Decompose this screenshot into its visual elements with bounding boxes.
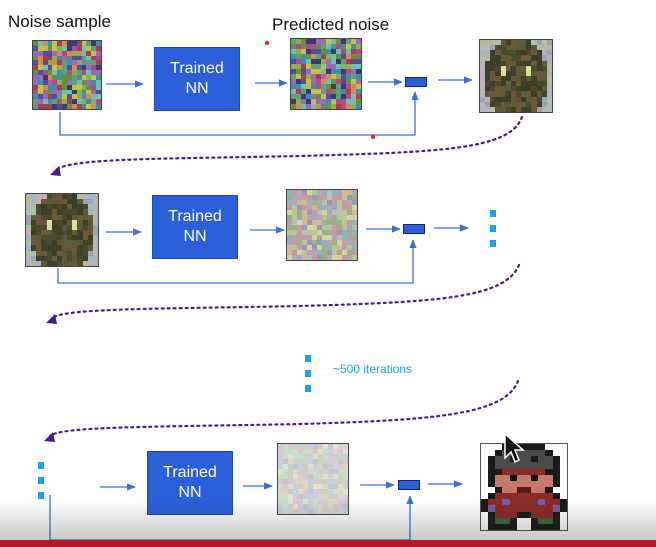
video-bottom-shadow: [0, 500, 656, 540]
predicted-noise-image: [290, 38, 362, 110]
nn-label-line1: Trained: [170, 60, 224, 77]
subtract-operation-icon: [405, 77, 427, 87]
video-progress-bar: [0, 540, 656, 547]
predicted-noise-image: [286, 189, 358, 261]
mouse-pointer-icon: [504, 432, 525, 464]
input-image-step-2: [25, 193, 99, 267]
denoised-image-step-1: [479, 39, 553, 113]
vertical-ellipsis-icon: [38, 462, 44, 507]
dotted-path-2: [50, 263, 521, 320]
dotted-path-1: [54, 115, 524, 172]
skip-line-r2: [57, 239, 417, 284]
dotted-path-3-head: [44, 432, 55, 442]
noise-sample-image: [32, 40, 102, 110]
noise-sample-label: Noise sample: [8, 12, 111, 31]
nn-label-line1: Trained: [168, 208, 222, 225]
pointer-dot: [265, 41, 269, 45]
vertical-ellipsis-icon: [490, 210, 496, 255]
dotted-path-2-head: [46, 314, 57, 324]
predicted-noise-image: [277, 443, 349, 515]
nn-label-line2: NN: [178, 484, 202, 501]
nn-label-line2: NN: [185, 80, 209, 97]
subtract-operation-icon: [403, 224, 425, 234]
nn-label-line2: NN: [183, 228, 207, 245]
final-sprite-image: [480, 443, 568, 531]
predicted-noise-label: Predicted noise: [272, 15, 390, 34]
vertical-ellipsis-icon: [305, 355, 311, 400]
nn-label-line1: Trained: [163, 464, 217, 481]
skip-line-r1: [59, 91, 419, 136]
iterations-label: ~500 iterations: [333, 362, 413, 376]
dotted-path-1-head: [50, 166, 61, 176]
pointer-dot: [371, 135, 375, 139]
dotted-path-3: [48, 379, 520, 438]
subtract-operation-icon: [398, 480, 420, 490]
